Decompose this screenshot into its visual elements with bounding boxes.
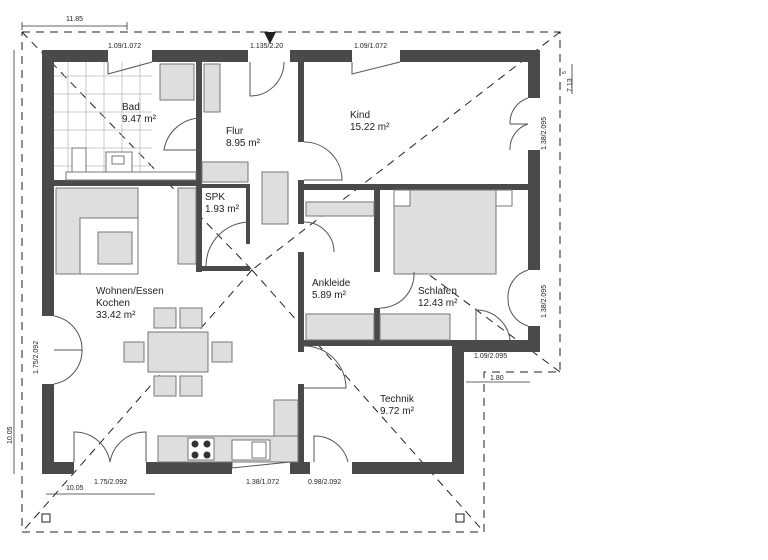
room-technik: Technik 9.72 m² — [380, 394, 415, 417]
roof-corner-marker — [455, 513, 465, 523]
dim-entry-door: 1.135/2.20 — [250, 43, 283, 50]
room-area: 5.89 m² — [312, 290, 347, 301]
room-name: Ankleide — [312, 278, 351, 289]
room-area: 8.95 m² — [226, 138, 261, 149]
room-name: Flur — [226, 126, 244, 137]
dim-window-kitchen: 1.38/1.072 — [246, 479, 279, 486]
dim-window-kind: 1.09/1.072 — [354, 43, 387, 50]
room-wohnen: Wohnen/Essen Kochen 33.42 m² — [96, 286, 164, 321]
dim-door-schlafen: 1.09/2.095 — [474, 353, 507, 360]
dim-top-width: 11.85 — [66, 16, 83, 23]
room-name-2: Kochen — [96, 298, 130, 309]
room-area: 15.22 m² — [350, 122, 390, 133]
room-schlafen: Schlafen 12.43 m² — [418, 286, 458, 309]
roof-corner-marker — [41, 513, 51, 523]
dim-door-wohnen: 1.75/2.092 — [94, 479, 127, 486]
room-area: 33.42 m² — [96, 310, 136, 321]
room-spk: SPK 1.93 m² — [205, 192, 240, 215]
dim-door-technik: 0.98/2.092 — [308, 479, 341, 486]
dim-roof-right: 7.13 — [567, 78, 574, 92]
room-name: SPK — [205, 192, 225, 203]
room-area: 12.43 m² — [418, 298, 458, 309]
room-flur: Flur 8.95 m² — [226, 126, 261, 149]
door-swings — [53, 61, 529, 469]
dim-bottom-width: 10.05 — [66, 485, 84, 492]
furniture — [55, 63, 513, 463]
room-kind: Kind 15.22 m² — [350, 110, 390, 133]
room-ankleide: Ankleide 5.89 m² — [312, 278, 351, 301]
dim-offset: 1.80 — [490, 375, 504, 382]
room-area: 9.47 m² — [122, 114, 157, 125]
dim-left-height: 10.05 — [7, 426, 14, 444]
inner-walls — [54, 62, 528, 474]
dim-window-kind-right: 1.38/2.095 — [541, 117, 548, 150]
entrance-arrow-icon — [264, 32, 276, 44]
outer-walls — [42, 50, 540, 474]
dim-window-schlafen: 1.38/2.095 — [541, 285, 548, 318]
room-name: Bad — [122, 102, 140, 113]
dim-roof-right-sup: 5 — [562, 71, 568, 74]
bathroom-tiles — [54, 62, 152, 178]
room-name: Wohnen/Essen — [96, 286, 164, 297]
dim-window-wohnen: 1.75/2.092 — [33, 341, 40, 374]
room-area: 9.72 m² — [380, 406, 415, 417]
room-bad: Bad 9.47 m² — [122, 102, 157, 125]
dimension-labels: 11.85 1.09/1.072 1.135/2.20 1.09/1.072 1… — [7, 16, 574, 492]
dimension-lines — [13, 22, 573, 495]
room-name: Schlafen — [418, 286, 457, 297]
room-name: Technik — [380, 394, 415, 405]
roof-outline — [21, 31, 561, 533]
room-area: 1.93 m² — [205, 204, 240, 215]
room-name: Kind — [350, 110, 370, 121]
dim-window-bad: 1.09/1.072 — [108, 43, 141, 50]
